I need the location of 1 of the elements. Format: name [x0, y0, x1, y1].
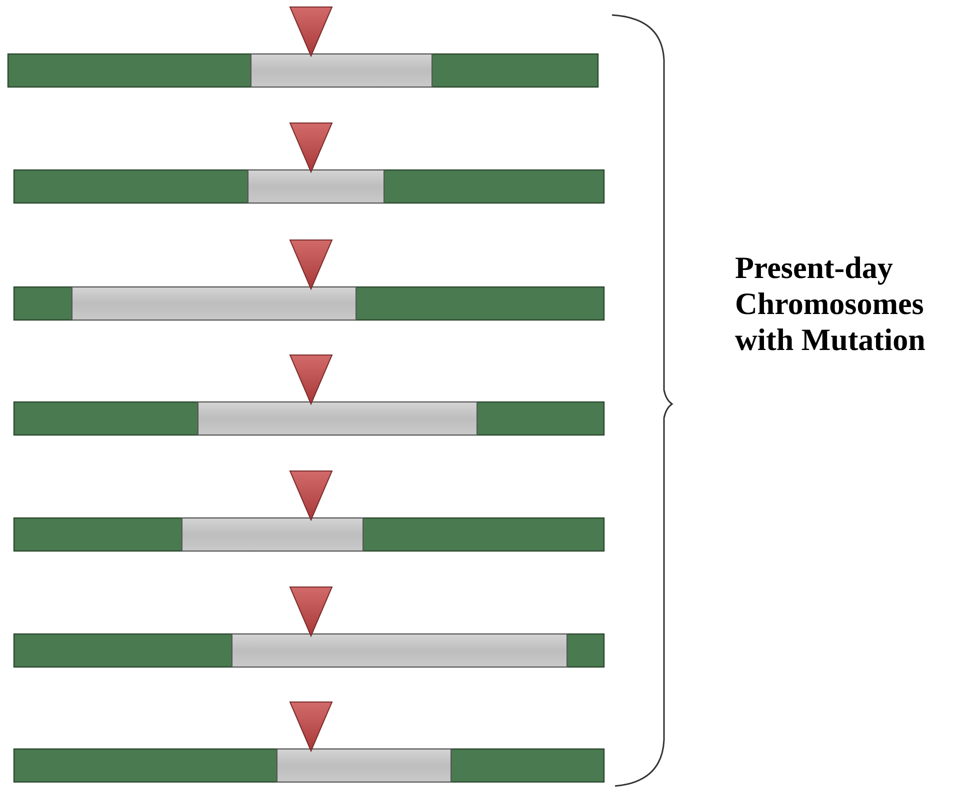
group-label: Present-day Chromosomes with Mutation — [735, 250, 926, 358]
